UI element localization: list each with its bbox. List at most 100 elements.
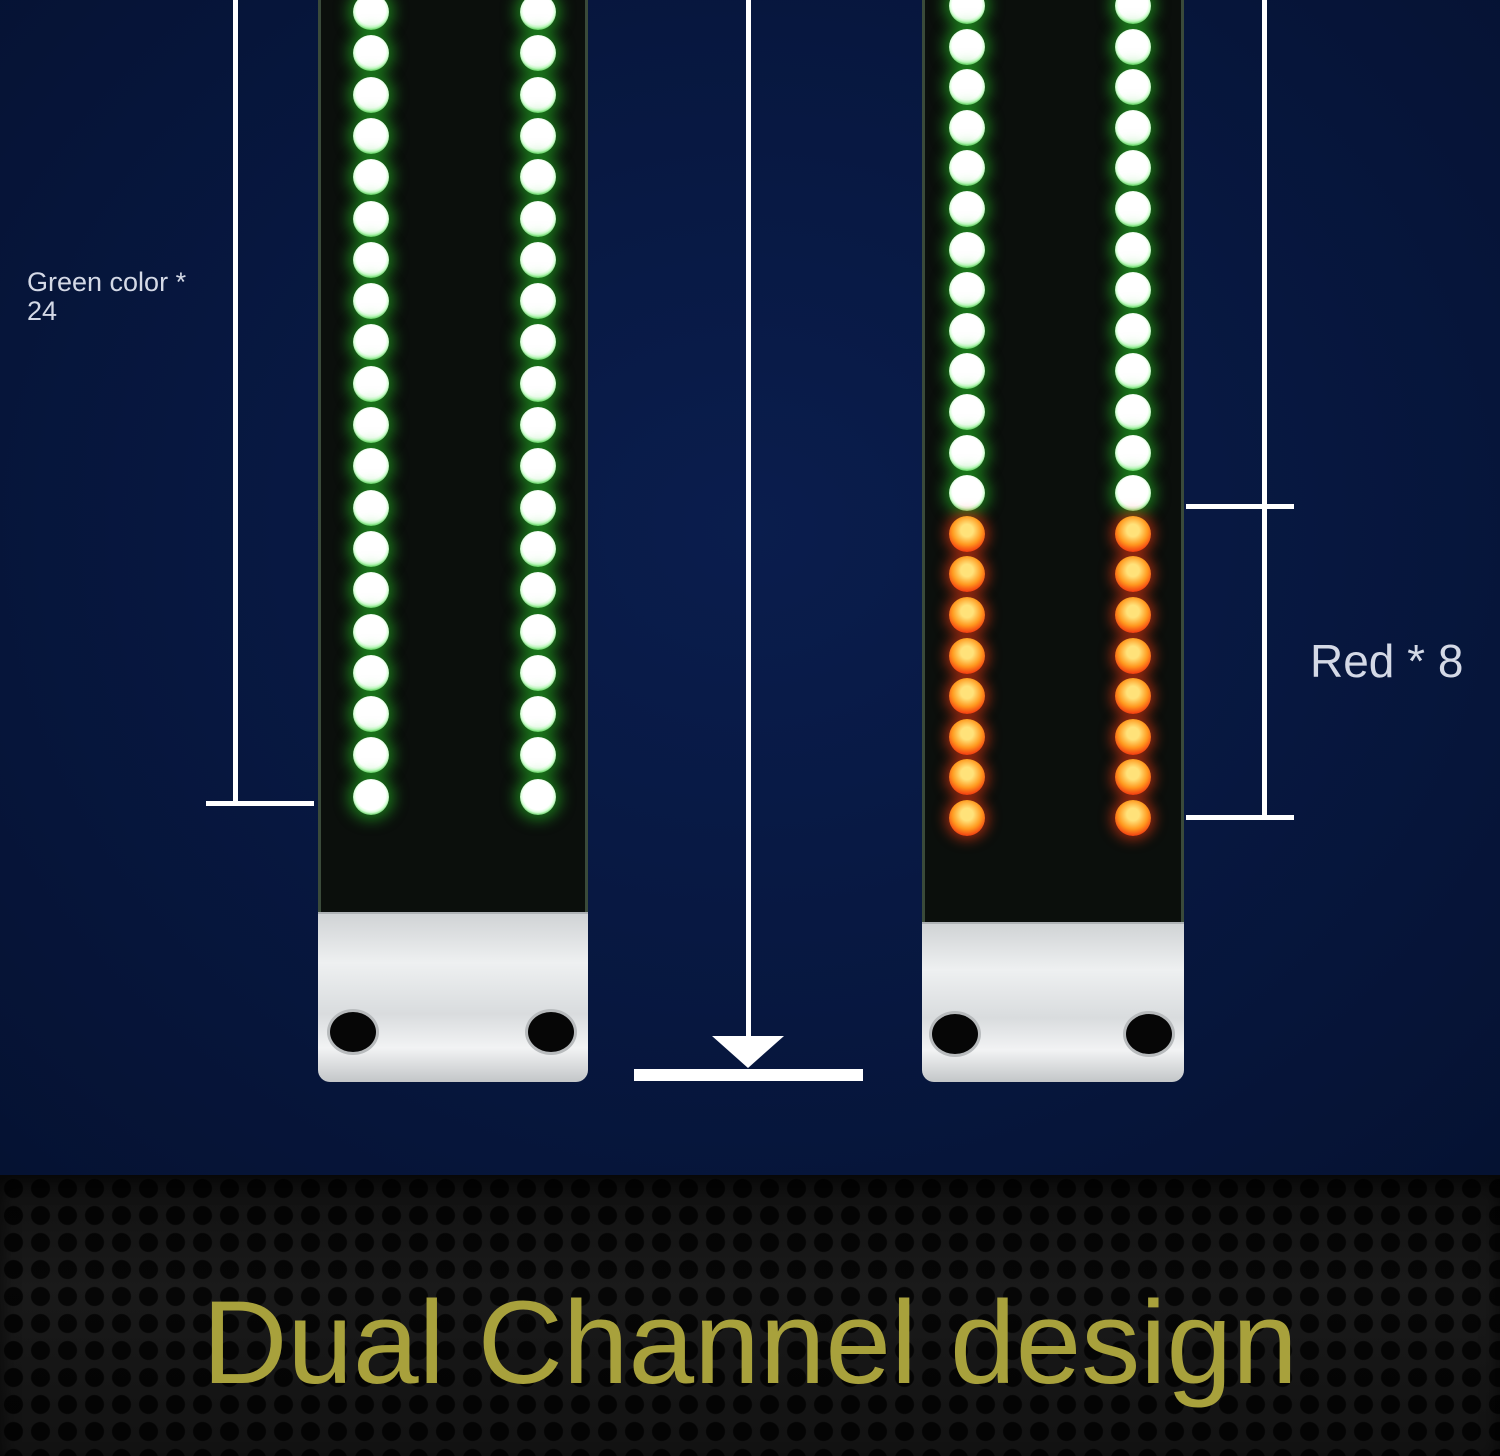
green-led (353, 35, 389, 72)
red-led (949, 556, 985, 593)
red-led (949, 637, 985, 674)
red-dimension-top-tick (1186, 504, 1294, 509)
green-led (1115, 231, 1151, 268)
mounting-hole (932, 1014, 978, 1054)
green-led (353, 241, 389, 278)
green-led (520, 76, 556, 113)
green-led (949, 475, 985, 512)
green-dimension-bottom-tick (206, 801, 314, 806)
green-led (353, 489, 389, 526)
red-led (949, 678, 985, 715)
green-led (520, 448, 556, 485)
green-led (1115, 475, 1151, 512)
green-led (353, 324, 389, 361)
green-led (1115, 394, 1151, 430)
green-led (1115, 69, 1151, 106)
green-led (1115, 191, 1151, 227)
green-led (520, 117, 556, 154)
green-led (949, 191, 985, 227)
green-led (353, 283, 389, 320)
green-led (353, 613, 389, 650)
red-led-count-label: Red * 8 (1310, 635, 1464, 687)
green-led (949, 109, 985, 146)
green-led (353, 696, 389, 733)
green-led (520, 35, 556, 72)
green-led (520, 696, 556, 733)
green-led (353, 572, 389, 609)
green-led (520, 572, 556, 609)
left-mounting-bracket (318, 912, 588, 1082)
green-led (353, 530, 389, 567)
red-dimension-line (1262, 0, 1267, 818)
red-led (1115, 637, 1151, 674)
green-led (1115, 353, 1151, 390)
green-led (949, 434, 985, 471)
green-led (353, 365, 389, 402)
green-led (520, 778, 556, 815)
green-led (520, 407, 556, 443)
green-led (520, 159, 556, 196)
green-led (353, 448, 389, 485)
left-level-meter (318, 0, 588, 918)
green-led-count-label: Green color * 24 (27, 267, 187, 326)
green-led (520, 530, 556, 567)
red-led (949, 759, 985, 796)
red-led (1115, 678, 1151, 715)
product-showcase-area: Green color * 24 Red * 8 (0, 0, 1500, 1175)
green-led (949, 394, 985, 430)
green-led (949, 0, 985, 24)
red-led (949, 515, 985, 552)
green-led (520, 489, 556, 526)
green-led (353, 654, 389, 691)
green-led (1115, 312, 1151, 349)
green-led (353, 778, 389, 815)
green-led (1115, 109, 1151, 146)
green-led (949, 353, 985, 390)
green-led (949, 28, 985, 65)
red-led (1115, 800, 1151, 836)
red-led (949, 800, 985, 836)
green-led (353, 159, 389, 196)
green-led (520, 283, 556, 320)
red-led (1115, 597, 1151, 633)
length-dimension-base (634, 1069, 863, 1081)
green-led (353, 200, 389, 237)
green-led (353, 0, 389, 30)
green-led (949, 69, 985, 106)
green-led (1115, 150, 1151, 187)
green-led (1115, 0, 1151, 24)
red-led (1115, 556, 1151, 593)
green-led (520, 324, 556, 361)
mounting-hole (1126, 1014, 1172, 1054)
right-level-meter (922, 0, 1184, 925)
green-dimension-line (233, 0, 238, 805)
length-arrow-head (712, 1036, 784, 1068)
red-led (1115, 515, 1151, 552)
green-led (520, 737, 556, 774)
red-led (1115, 759, 1151, 796)
green-led (520, 0, 556, 30)
green-led (520, 365, 556, 402)
mounting-hole (330, 1012, 376, 1052)
green-led (353, 407, 389, 443)
length-dimension-line (746, 0, 751, 1045)
green-led (1115, 434, 1151, 471)
perforated-mesh-banner (0, 1175, 1500, 1456)
green-led (353, 76, 389, 113)
green-led (520, 654, 556, 691)
green-led (1115, 28, 1151, 65)
green-led (520, 200, 556, 237)
green-led (353, 737, 389, 774)
red-led (1115, 718, 1151, 755)
green-led (353, 117, 389, 154)
red-led (949, 718, 985, 755)
green-led (949, 150, 985, 187)
green-led (1115, 272, 1151, 309)
mounting-hole (528, 1012, 574, 1052)
red-dimension-bottom-tick (1186, 815, 1294, 820)
red-led (949, 597, 985, 633)
green-led (949, 312, 985, 349)
banner-title: Dual Channel design (202, 1277, 1298, 1409)
green-led (520, 613, 556, 650)
right-mounting-bracket (922, 922, 1184, 1082)
